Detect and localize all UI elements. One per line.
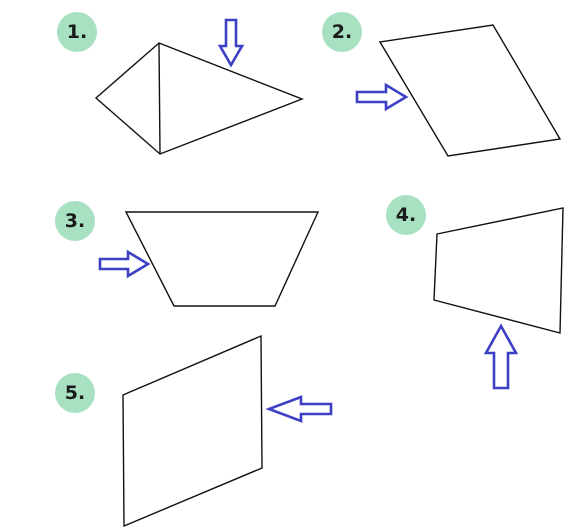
figure-3 — [98, 211, 320, 307]
figure-5 — [122, 334, 333, 528]
figure-3-label: 3. — [55, 201, 95, 241]
figure-1-label: 1. — [57, 12, 97, 52]
up-arrow-icon — [483, 323, 519, 390]
figure-3-shape — [124, 211, 320, 307]
figure-1 — [94, 18, 304, 155]
figure-2 — [355, 24, 562, 157]
right-arrow-icon — [98, 249, 151, 279]
figure-5-label: 5. — [55, 373, 95, 413]
down-arrow-icon — [217, 18, 245, 68]
right-arrow-icon — [355, 82, 409, 112]
figure-1-diagonal — [158, 42, 161, 155]
left-arrow-icon — [265, 395, 333, 423]
figure-2-label: 2. — [322, 12, 362, 52]
figure-2-shape — [378, 24, 562, 157]
figure-1-shape — [94, 42, 304, 155]
figure-4-shape — [433, 207, 564, 334]
figure-4-label: 4. — [386, 195, 426, 235]
figure-4 — [433, 207, 564, 390]
figure-5-shape — [122, 334, 263, 528]
